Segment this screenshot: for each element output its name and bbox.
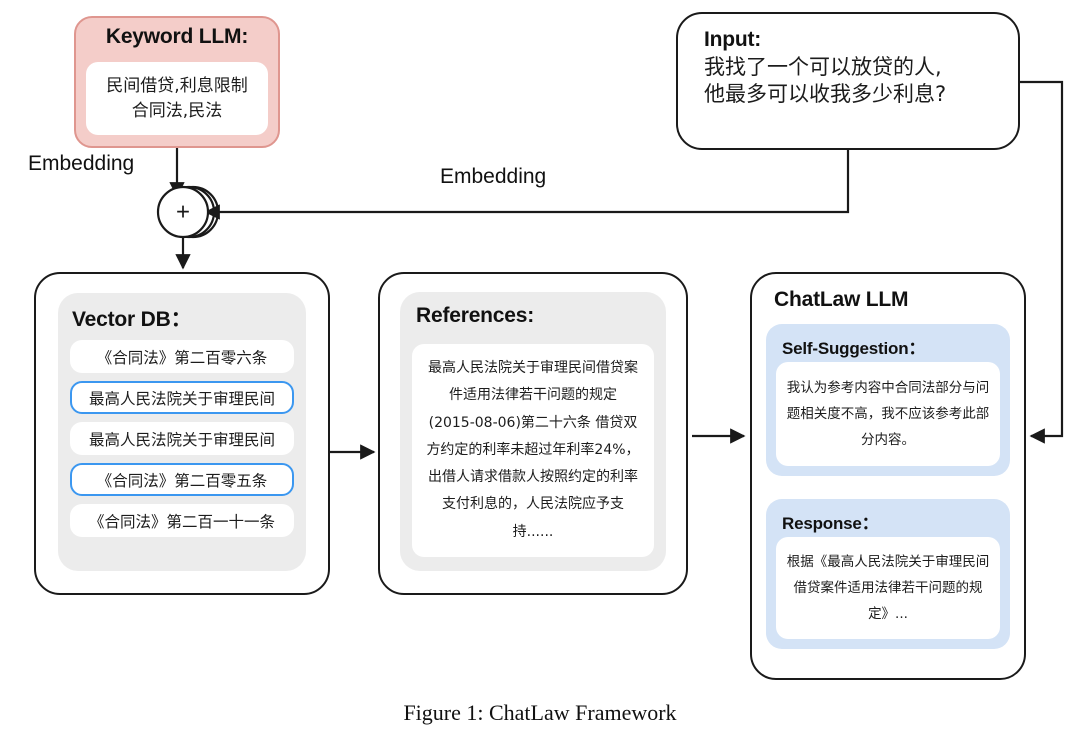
sum-node-icon: + (156, 185, 220, 239)
wire-input-to-llm (1020, 80, 1064, 444)
vector-db-item[interactable]: 《合同法》第二百一十一条 (70, 504, 294, 537)
keyword-llm-title: Keyword LLM: (105, 25, 249, 48)
vector-db-item[interactable]: 《合同法》第二百零六条 (70, 340, 294, 373)
keyword-llm-card[interactable]: Keyword LLM: 民间借贷,利息限制 合同法,民法 (74, 16, 280, 148)
keyword-line-1: 民间借贷,利息限制 (106, 75, 248, 96)
keyword-llm-output: 民间借贷,利息限制 合同法,民法 (86, 62, 268, 135)
vector-db-panel: Vector DB： 《合同法》第二百零六条 最高人民法院关于审理民间 最高人民… (58, 293, 306, 571)
vector-db-title: Vector DB： (72, 308, 192, 331)
chatlaw-llm-title: ChatLaw LLM (774, 288, 909, 311)
input-line-2: 他最多可以收我多少利息? (704, 82, 947, 107)
vector-db-item-selected[interactable]: 最高人民法院关于审理民间 (70, 381, 294, 414)
vector-db-card[interactable]: Vector DB： 《合同法》第二百零六条 最高人民法院关于审理民间 最高人民… (34, 272, 330, 595)
chatlaw-llm-card[interactable]: ChatLaw LLM Self-Suggestion： 我认为参考内容中合同法… (750, 272, 1026, 680)
self-suggestion-panel: Self-Suggestion： 我认为参考内容中合同法部分与问题相关度不高，我… (766, 324, 1010, 476)
self-suggestion-title: Self-Suggestion： (782, 339, 926, 358)
references-body: 最高人民法院关于审理民间借贷案件适用法律若干问题的规定(2015-08-06)第… (412, 344, 654, 557)
input-card[interactable]: Input: 我找了一个可以放贷的人, 他最多可以收我多少利息? (676, 12, 1020, 150)
sum-node: + (148, 181, 222, 243)
vector-db-list: 《合同法》第二百零六条 最高人民法院关于审理民间 最高人民法院关于审理民间 《合… (70, 340, 294, 545)
keyword-line-2: 合同法,民法 (131, 100, 223, 121)
embedding-label-right: Embedding (440, 165, 547, 188)
references-title: References: (416, 304, 535, 327)
response-title: Response： (782, 514, 879, 533)
sum-node-symbol: + (176, 199, 190, 226)
self-suggestion-body: 我认为参考内容中合同法部分与问题相关度不高，我不应该参考此部分内容。 (776, 362, 1000, 466)
figure-caption: Figure 1: ChatLaw Framework (403, 700, 677, 725)
input-body: 我找了一个可以放贷的人, 他最多可以收我多少利息? (704, 54, 1018, 109)
response-body: 根据《最高人民法院关于审理民间借贷案件适用法律若干问题的规定》... (776, 537, 1000, 639)
vector-db-item-selected[interactable]: 《合同法》第二百零五条 (70, 463, 294, 496)
input-title: Input: (704, 28, 762, 51)
input-line-1: 我找了一个可以放贷的人, (704, 55, 942, 79)
embedding-label-left: Embedding (28, 152, 135, 175)
response-panel: Response： 根据《最高人民法院关于审理民间借贷案件适用法律若干问题的规定… (766, 499, 1010, 649)
vector-db-item[interactable]: 最高人民法院关于审理民间 (70, 422, 294, 455)
references-panel: References: 最高人民法院关于审理民间借贷案件适用法律若干问题的规定(… (400, 292, 666, 571)
references-card[interactable]: References: 最高人民法院关于审理民间借贷案件适用法律若干问题的规定(… (378, 272, 688, 595)
